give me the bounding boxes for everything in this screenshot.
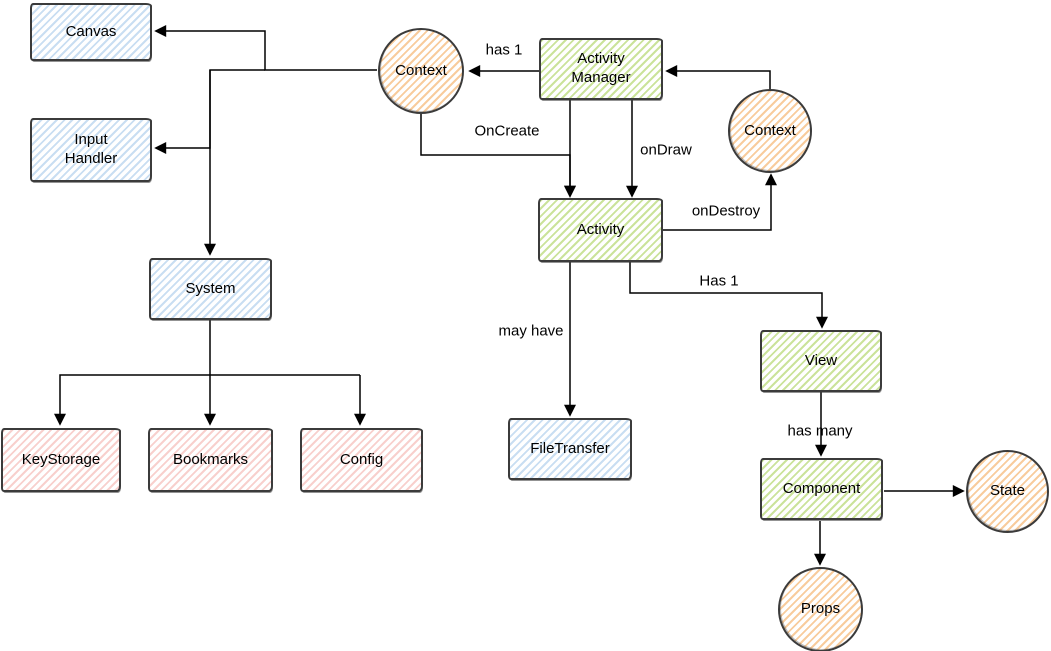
node-input-handler: Input Handler [30, 118, 152, 182]
edge-activity-context2-ondestroy [663, 173, 777, 231]
edge-label-ondraw: onDraw [640, 141, 692, 159]
edge-label-oncreate: OnCreate [474, 122, 540, 140]
node-component: Component [760, 458, 883, 520]
node-system: System [149, 258, 272, 320]
edge-label-has-many: has many [787, 422, 853, 440]
node-keystorage: KeyStorage [1, 428, 121, 492]
node-canvas: Canvas [30, 3, 152, 61]
edge-system-keystorage [54, 374, 360, 426]
node-bookmarks: Bookmarks [148, 428, 273, 492]
edge-label-may-have: may have [498, 322, 564, 340]
edge-label-ondestroy: onDestroy [691, 202, 761, 220]
node-context-left: Context [378, 28, 464, 114]
node-activity-manager: Activity Manager [539, 38, 663, 100]
edge-label-has-1-view: Has 1 [699, 272, 739, 290]
edge-context2-activitymanager [665, 65, 771, 90]
edge-context-canvas [154, 25, 377, 71]
edge-activity-view [629, 262, 828, 329]
node-context-right: Context [728, 89, 812, 173]
edge-label-has-1-context: has 1 [485, 41, 523, 59]
node-view: View [760, 330, 882, 392]
node-config: Config [300, 428, 423, 492]
node-activity: Activity [538, 198, 663, 262]
node-state: State [966, 450, 1049, 533]
node-filetransfer: FileTransfer [508, 418, 632, 480]
node-props: Props [778, 567, 863, 651]
